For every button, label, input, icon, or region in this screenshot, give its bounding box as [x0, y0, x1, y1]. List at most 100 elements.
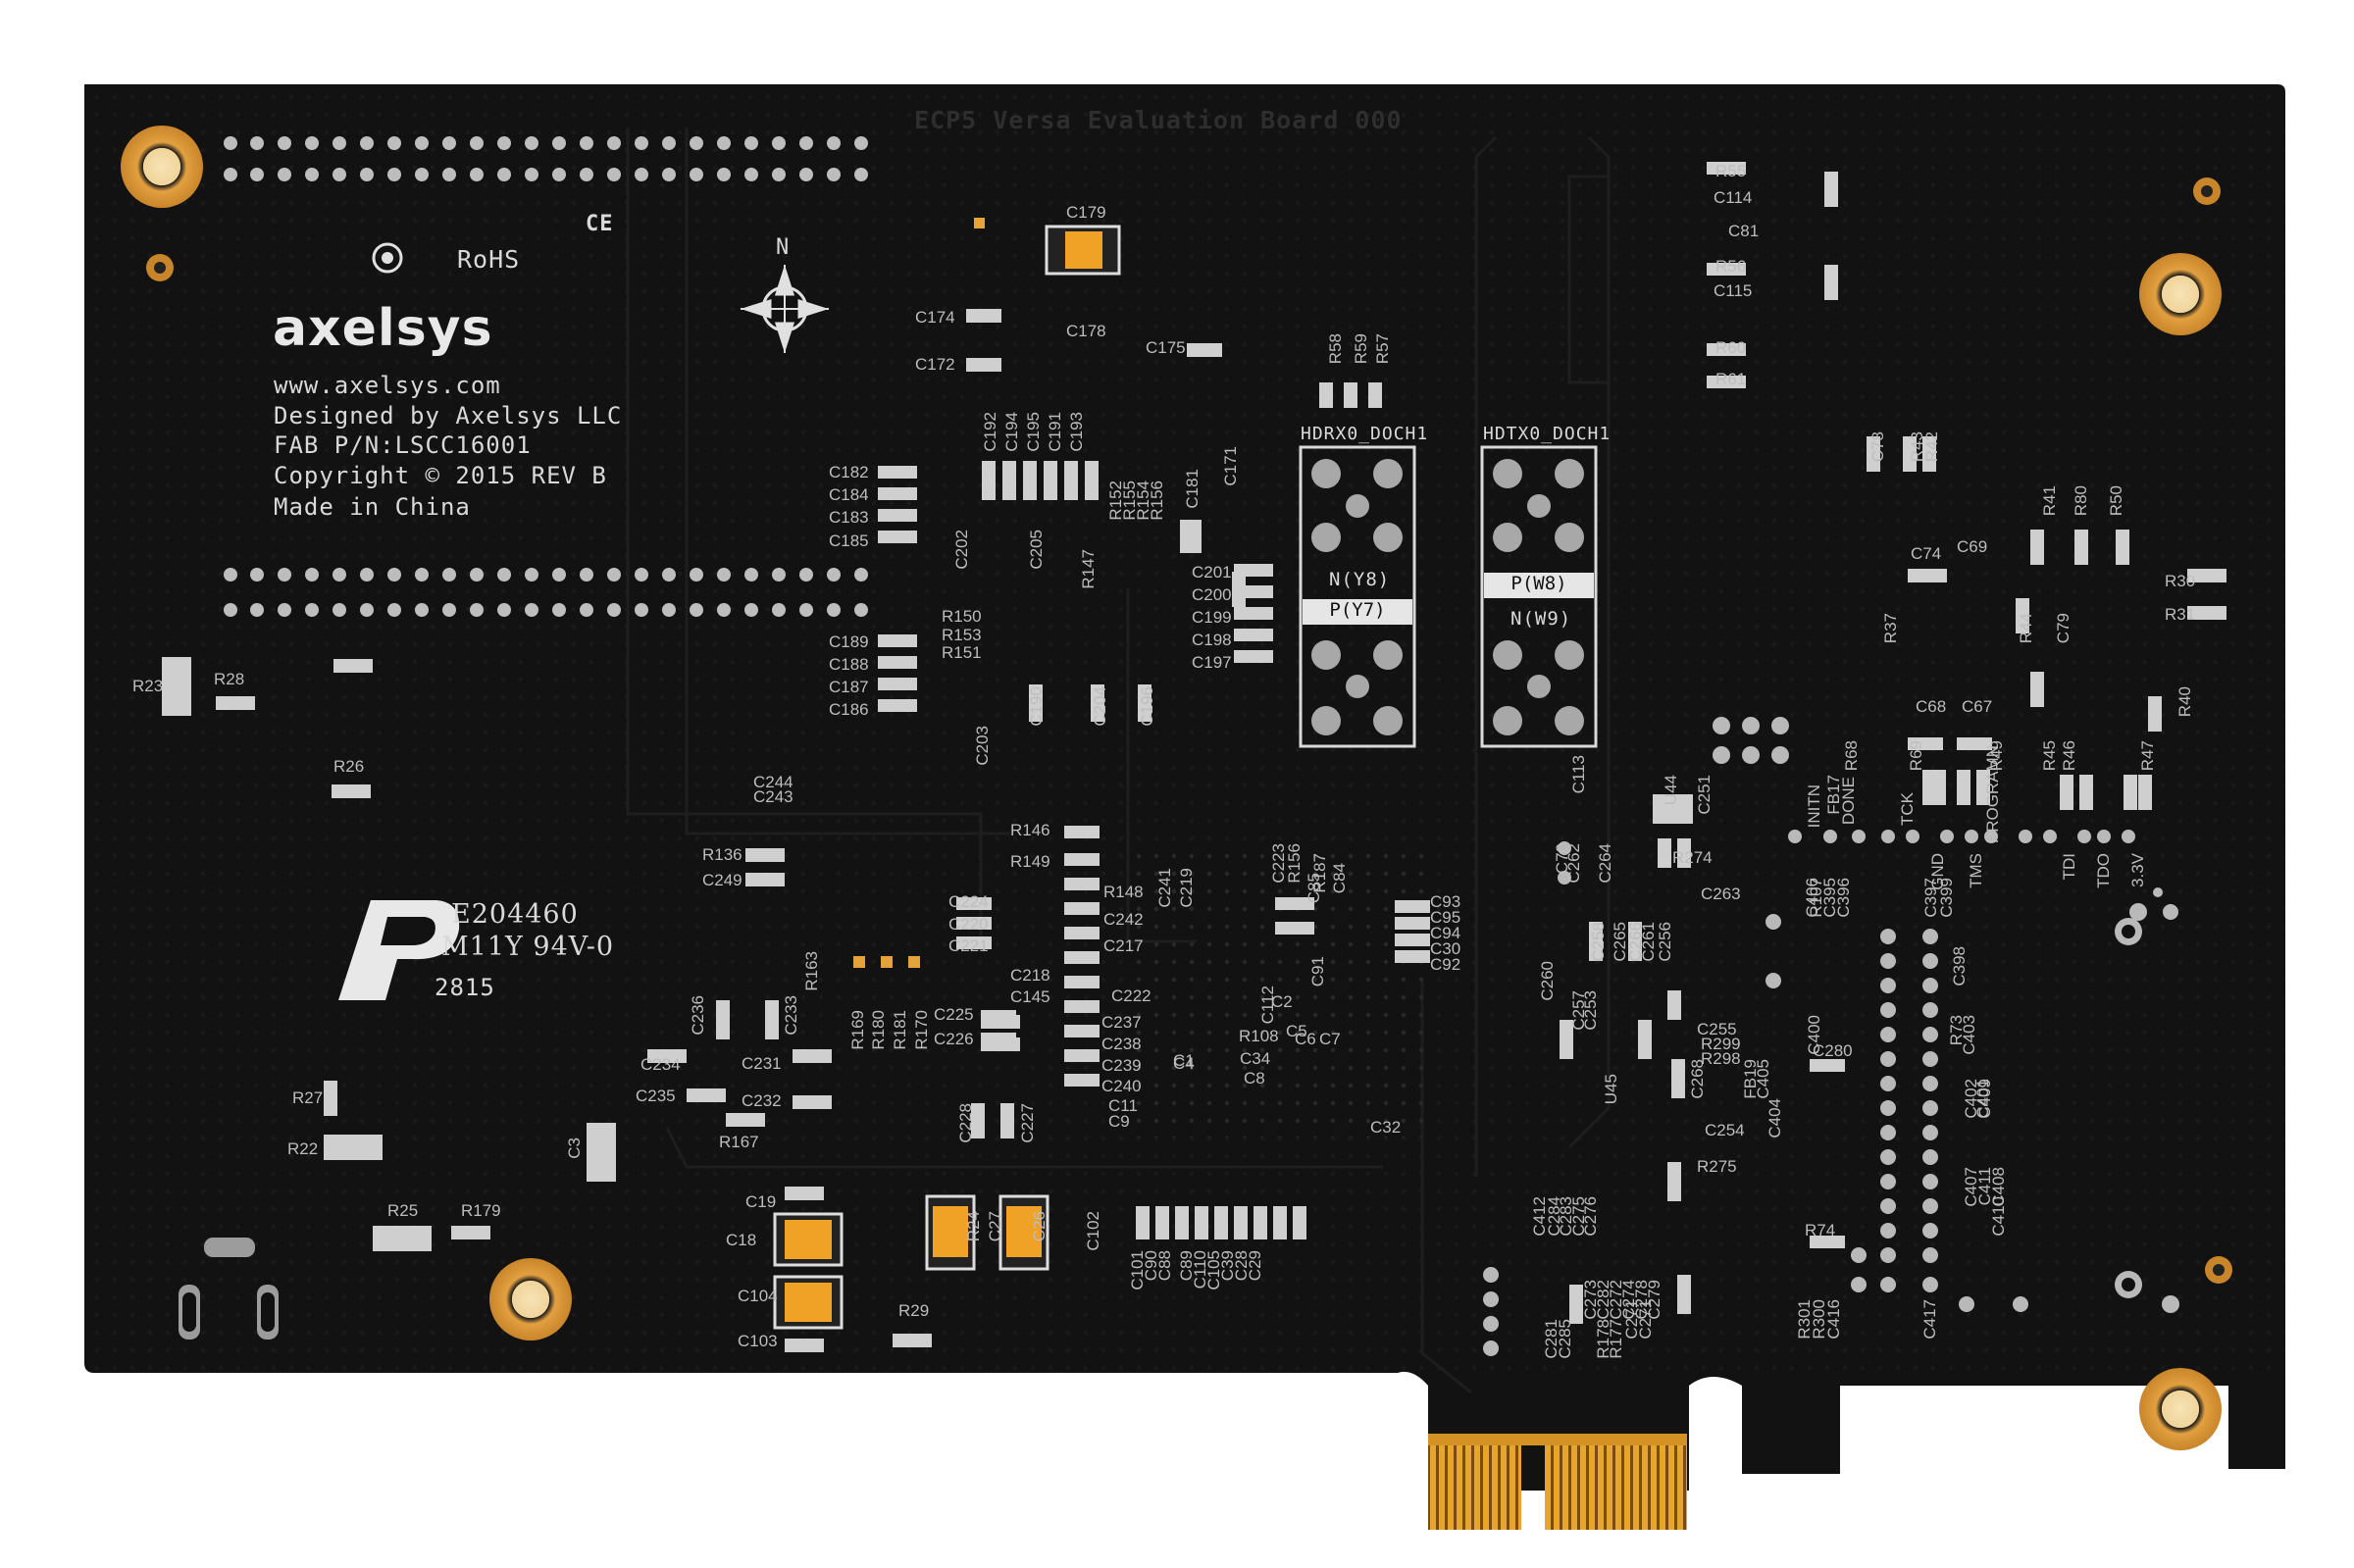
pin-label-initn: INITN [1805, 784, 1823, 829]
ref-label-r28: R28 [214, 670, 245, 688]
sma-footprints [1299, 445, 1598, 748]
website-text: www.axelsys.com [274, 372, 501, 399]
pin-label-tms: TMS [1967, 853, 1985, 888]
ref-label-c233: C233 [782, 995, 800, 1036]
ref-label-c174: C174 [915, 308, 955, 327]
ref-label-c403: C403 [1960, 1015, 1978, 1055]
ref-label-c285: C285 [1556, 1319, 1574, 1359]
ref-label-c32: C32 [1370, 1118, 1402, 1137]
ref-label-r45: R45 [2040, 740, 2059, 772]
ref-label-r146: R146 [1010, 821, 1050, 839]
ref-label-c417: C417 [1920, 1299, 1939, 1340]
ref-label-c236: C236 [689, 995, 707, 1036]
ref-label-c6: C6 [1295, 1030, 1316, 1048]
ref-label-c3: C3 [565, 1138, 584, 1159]
ref-label-c268: C268 [1688, 1059, 1707, 1099]
ref-label-r69: R69 [1907, 740, 1925, 772]
pin-label-tdi: TDI [2060, 853, 2078, 881]
ref-label-r55: R55 [1715, 162, 1747, 180]
ref-label-c400: C400 [1805, 1015, 1823, 1055]
ref-label-c202: C202 [952, 530, 971, 570]
ref-label-r156: R156 [1148, 481, 1166, 521]
ref-label-r156: R156 [1285, 843, 1304, 884]
ref-label-c27: C27 [986, 1211, 1004, 1242]
ref-label-c249: C249 [702, 871, 742, 889]
ref-label-r40: R40 [2175, 686, 2194, 718]
ref-label-c235: C235 [636, 1087, 676, 1105]
ref-label-r56: R56 [1715, 257, 1747, 276]
ref-label-r61: R61 [1715, 370, 1747, 388]
ref-label-r29: R29 [898, 1301, 930, 1320]
ref-label-c81: C81 [1728, 222, 1760, 240]
ref-label-c219: C219 [1177, 868, 1196, 908]
ref-label-c112: C112 [1258, 986, 1277, 1025]
ref-label-c409: C409 [1975, 1079, 1994, 1119]
ref-label-r153: R153 [942, 626, 982, 644]
ref-label-r179: R179 [461, 1201, 501, 1220]
p-w8-label: P(W8) [1484, 573, 1594, 598]
connector-left-label: HDRX0_DOCH1 [1301, 424, 1429, 444]
ref-label-r27: R27 [292, 1088, 324, 1107]
ref-label-c171: C171 [1221, 446, 1240, 486]
ref-label-c253: C253 [1581, 990, 1600, 1031]
ref-label-c192: C192 [981, 412, 999, 452]
ref-label-r169: R169 [848, 1010, 867, 1050]
ref-label-c182: C182 [829, 463, 869, 481]
ref-label-c196: C196 [1138, 686, 1156, 727]
ref-label-r23: R23 [132, 677, 164, 695]
ref-label-r44: R44 [2017, 613, 2035, 644]
ref-label-c172: C172 [915, 355, 955, 374]
ref-label-r46: R46 [2060, 740, 2078, 772]
ref-label-c221: C221 [948, 936, 989, 955]
ref-label-c404: C404 [1766, 1098, 1784, 1138]
ref-label-u44: U44 [1662, 775, 1680, 806]
ref-label-c102: C102 [1084, 1211, 1102, 1251]
p-y7-label: P(Y7) [1303, 599, 1412, 625]
ref-label-r25: R25 [387, 1201, 419, 1220]
copyright-text: Copyright © 2015 REV B [274, 462, 607, 489]
ref-label-r41: R41 [2040, 485, 2059, 517]
ref-label-r167: R167 [719, 1133, 759, 1151]
compass-north-label: N [776, 235, 791, 260]
ref-label-c200: C200 [1192, 585, 1232, 604]
ul-pb-free-logo [338, 900, 460, 1000]
brand-logo: axelsys [273, 299, 493, 358]
ref-label-c280: C280 [1813, 1041, 1853, 1060]
ref-label-c254: C254 [1705, 1121, 1745, 1139]
ref-label-r49: R49 [1987, 740, 2006, 772]
fab-pn-text: FAB P/N:LSCC16001 [274, 431, 532, 459]
ref-label-r150: R150 [942, 607, 982, 626]
ref-label-c91: C91 [1308, 956, 1327, 987]
ref-label-c205: C205 [1027, 530, 1046, 570]
ref-label-c11: C11 [1108, 1096, 1138, 1115]
ref-label-r24: R24 [964, 1211, 983, 1242]
ref-label-c218: C218 [1010, 966, 1050, 985]
ref-label-r163: R163 [802, 951, 821, 991]
ref-label-c396: C396 [1834, 878, 1853, 918]
ref-label-c7: C7 [1319, 1030, 1341, 1048]
ref-label-c228: C228 [956, 1103, 975, 1143]
ref-label-c244: C244 [753, 773, 793, 791]
ref-label-c255: C255 [1697, 1020, 1737, 1038]
ref-label-c217: C217 [1103, 936, 1144, 955]
ref-label-c241: C241 [1155, 868, 1174, 908]
ref-label-c186: C186 [829, 700, 869, 719]
ref-label-c224: C224 [948, 892, 989, 911]
ref-label-c262: C262 [1564, 843, 1583, 884]
ref-label-c198: C198 [1192, 631, 1232, 649]
ref-label-c84: C84 [1330, 863, 1349, 894]
ref-label-c242: C242 [1103, 910, 1144, 929]
ref-label-c225: C225 [934, 1005, 974, 1024]
ref-label-c185: C185 [829, 531, 869, 550]
designer-text: Designed by Axelsys LLC [274, 402, 623, 430]
ref-label-c416: C416 [1824, 1299, 1843, 1340]
ref-label-r298: R298 [1701, 1049, 1741, 1068]
ref-label-r74: R74 [1805, 1221, 1836, 1239]
ref-label-c184: C184 [829, 485, 869, 504]
smd-pads [162, 162, 2226, 1352]
ref-label-r47: R47 [2138, 740, 2157, 772]
ref-label-r180: R180 [869, 1010, 888, 1050]
ref-label-c271: C271 [1636, 1299, 1655, 1340]
ref-label-c187: C187 [829, 678, 869, 696]
